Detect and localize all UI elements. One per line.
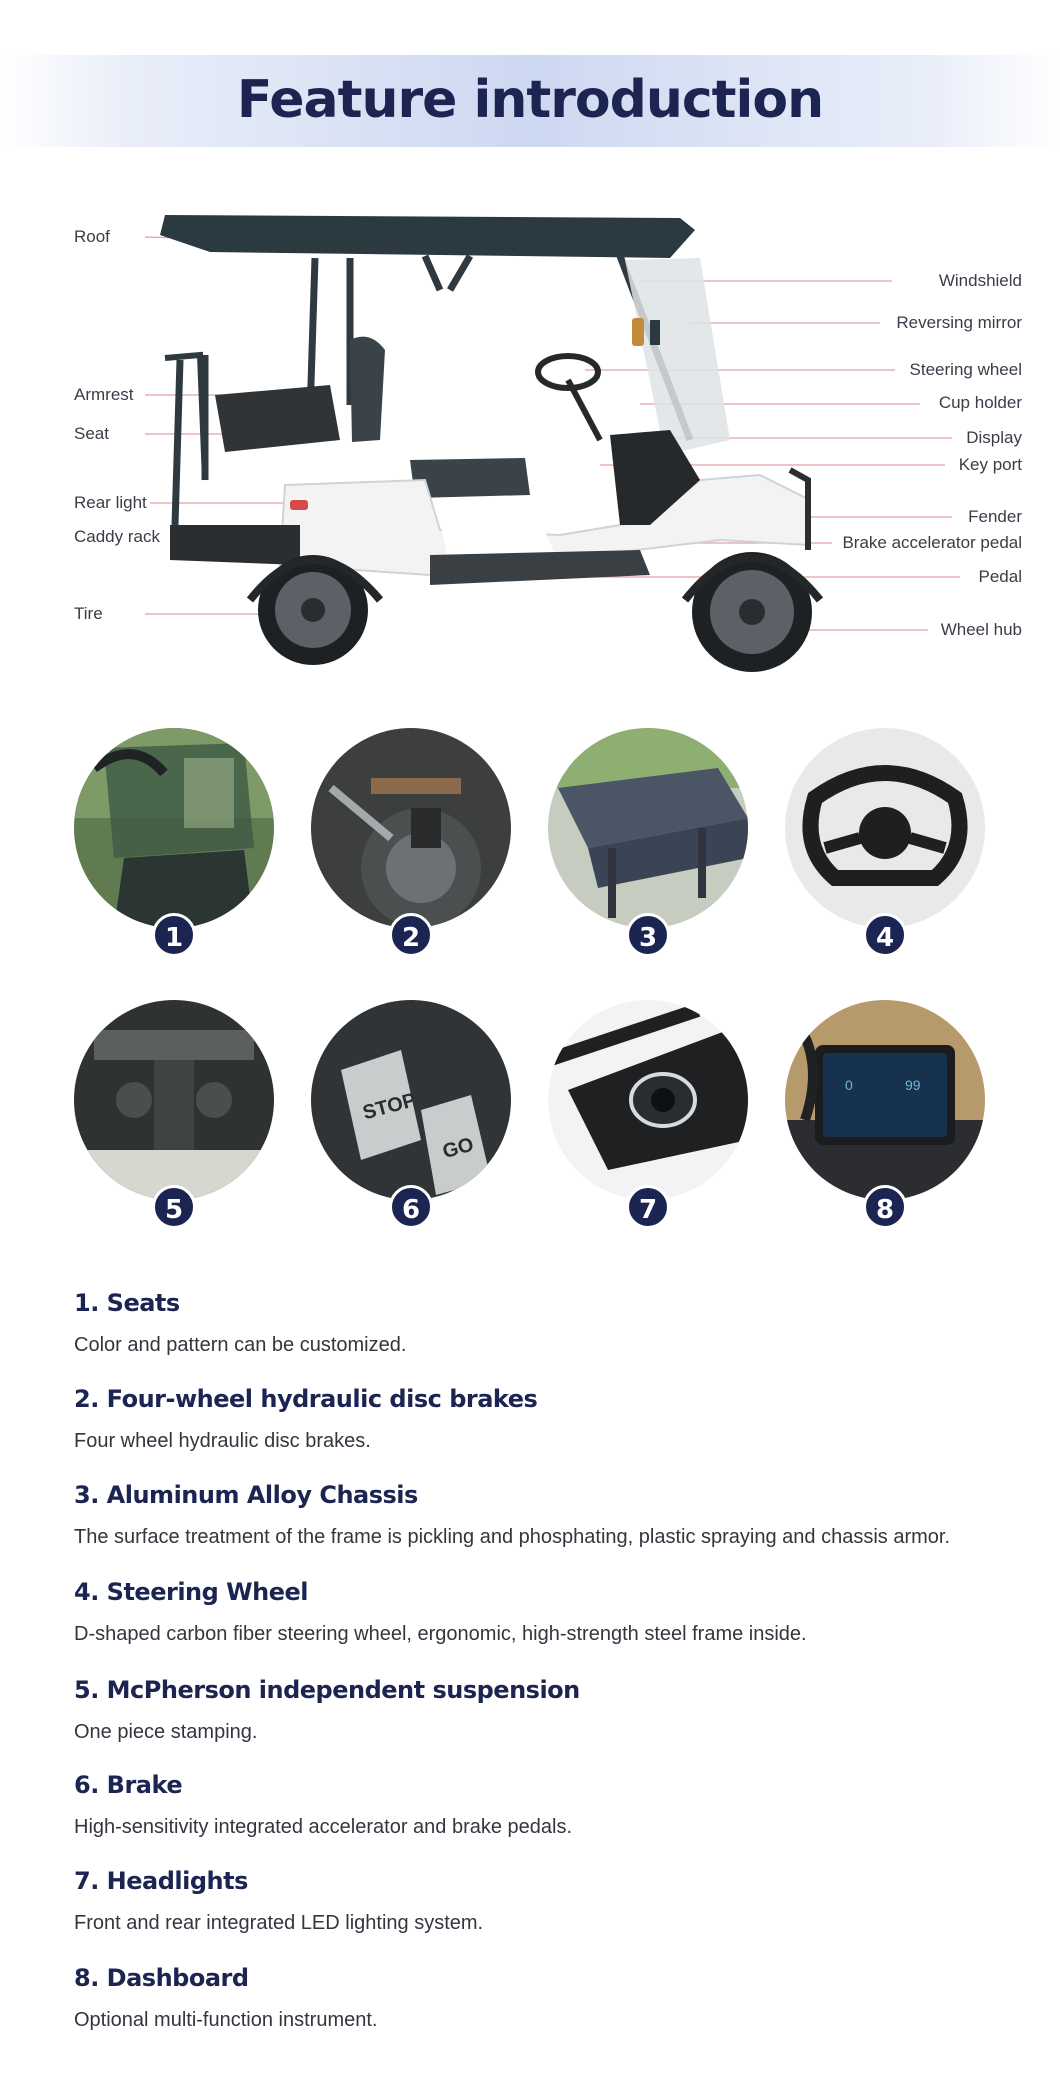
feature-title: 5. McPherson independent suspension bbox=[74, 1676, 580, 1704]
feature-desc: One piece stamping. bbox=[74, 1721, 258, 1743]
thumb-suspension bbox=[74, 1000, 274, 1200]
feature-title: 2. Four-wheel hydraulic disc brakes bbox=[74, 1385, 538, 1413]
label-reversing-mirror: Reversing mirror bbox=[896, 313, 1022, 332]
badge-7: 7 bbox=[626, 1185, 670, 1229]
feature-desc: Four wheel hydraulic disc brakes. bbox=[74, 1430, 371, 1452]
badge-2: 2 bbox=[389, 913, 433, 957]
thumb-steering-wheel bbox=[785, 728, 985, 928]
thumb-pedals: STOP GO bbox=[311, 1000, 511, 1200]
thumb-dashboard: 0 99 bbox=[785, 1000, 985, 1200]
label-steering-wheel: Steering wheel bbox=[909, 360, 1022, 379]
badge-8: 8 bbox=[863, 1185, 907, 1229]
label-armrest: Armrest bbox=[74, 385, 134, 404]
dashboard-photo-icon: 0 99 bbox=[785, 1000, 985, 1200]
feature-desc: Color and pattern can be customized. bbox=[74, 1334, 407, 1356]
thumb-headlight bbox=[548, 1000, 748, 1200]
feature-suspension: 5. McPherson independent suspension One … bbox=[74, 1675, 1014, 1745]
badge-3: 3 bbox=[626, 913, 670, 957]
suspension-photo-icon bbox=[74, 1000, 274, 1200]
label-roof: Roof bbox=[74, 227, 110, 246]
disc-brake-photo-icon bbox=[311, 728, 511, 928]
golf-cart-illustration bbox=[144, 215, 960, 672]
feature-title: 3. Aluminum Alloy Chassis bbox=[74, 1481, 418, 1509]
thumb-seat bbox=[74, 728, 274, 928]
front-wheel bbox=[692, 552, 812, 672]
feature-steering-wheel: 4. Steering Wheel D-shaped carbon fiber … bbox=[74, 1577, 1014, 1647]
pedals-photo-icon: STOP GO bbox=[311, 1000, 511, 1200]
label-tire: Tire bbox=[74, 604, 103, 623]
page-title: Feature introduction bbox=[236, 70, 824, 130]
feature-desc: Optional multi-function instrument. bbox=[74, 2009, 378, 2031]
feature-desc: The surface treatment of the frame is pi… bbox=[74, 1526, 951, 1548]
rear-wheel bbox=[258, 555, 368, 665]
label-display: Display bbox=[966, 428, 1022, 447]
chassis-photo-icon bbox=[548, 728, 748, 928]
feature-headlights: 7. Headlights Front and rear integrated … bbox=[74, 1866, 1014, 1936]
svg-text:99: 99 bbox=[905, 1077, 921, 1093]
badge-4: 4 bbox=[863, 913, 907, 957]
feature-title: 1. Seats bbox=[74, 1289, 180, 1317]
badge-6: 6 bbox=[389, 1185, 433, 1229]
label-windshield: Windshield bbox=[938, 271, 1022, 290]
feature-title: 8. Dashboard bbox=[74, 1964, 249, 1992]
label-fender: Fender bbox=[968, 507, 1022, 526]
feature-desc: D-shaped carbon fiber steering wheel, er… bbox=[74, 1623, 807, 1645]
header-band bbox=[0, 55, 1060, 147]
feature-desc: Front and rear integrated LED lighting s… bbox=[74, 1912, 484, 1934]
label-seat: Seat bbox=[74, 424, 109, 443]
label-key-port: Key port bbox=[958, 455, 1022, 474]
svg-text:0: 0 bbox=[845, 1077, 853, 1093]
feature-seats: 1. Seats Color and pattern can be custom… bbox=[74, 1288, 1014, 1358]
feature-dashboard: 8. Dashboard Optional multi-function ins… bbox=[74, 1963, 1014, 2033]
label-brake-accelerator-pedal: Brake accelerator pedal bbox=[842, 533, 1022, 552]
feature-chassis: 3. Aluminum Alloy Chassis The surface tr… bbox=[74, 1480, 1014, 1550]
seat-photo-icon bbox=[74, 728, 274, 928]
badge-5: 5 bbox=[152, 1185, 196, 1229]
feature-title: 6. Brake bbox=[74, 1771, 183, 1799]
steering-wheel-photo-icon bbox=[785, 728, 985, 928]
feature-title: 4. Steering Wheel bbox=[74, 1578, 309, 1606]
label-wheel-hub: Wheel hub bbox=[940, 620, 1022, 639]
feature-title: 7. Headlights bbox=[74, 1867, 248, 1895]
thumb-chassis bbox=[548, 728, 748, 928]
feature-brake: 6. Brake High-sensitivity integrated acc… bbox=[74, 1770, 1014, 1840]
label-caddy-rack: Caddy rack bbox=[74, 527, 160, 546]
feature-desc: High-sensitivity integrated accelerator … bbox=[74, 1816, 573, 1838]
badge-1: 1 bbox=[152, 913, 196, 957]
label-rear-light: Rear light bbox=[74, 493, 147, 512]
label-cup-holder: Cup holder bbox=[938, 393, 1022, 412]
headlight-photo-icon bbox=[548, 1000, 748, 1200]
feature-disc-brakes: 2. Four-wheel hydraulic disc brakes Four… bbox=[74, 1384, 1014, 1454]
thumb-disc-brake bbox=[311, 728, 511, 928]
label-pedal: Pedal bbox=[978, 567, 1022, 586]
cart-diagram: Roof Armrest Seat Rear light Caddy rack … bbox=[0, 180, 1060, 680]
